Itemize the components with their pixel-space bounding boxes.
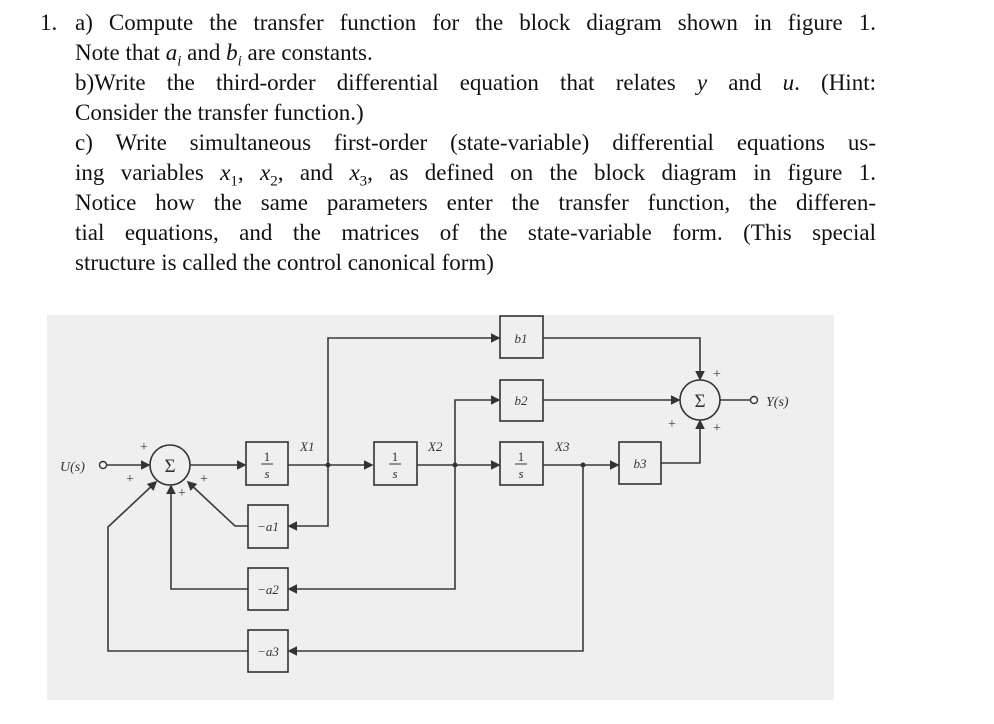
gain-b3: b3 [634, 456, 648, 471]
signal-lines [107, 333, 750, 656]
part-b-line-2: Consider the transfer function.) [75, 100, 364, 125]
svg-text:Σ: Σ [694, 391, 705, 412]
svg-text:s: s [518, 466, 523, 481]
svg-text:+: + [126, 472, 134, 487]
svg-text:s: s [392, 466, 397, 481]
part-b-line-1: b)Write the third-order differential equ… [75, 70, 876, 95]
svg-text:X1: X1 [299, 439, 314, 454]
svg-text:+: + [140, 440, 148, 455]
gain-b2: b2 [515, 393, 529, 408]
part-c-line-3: Notice how the same parameters enter the… [75, 190, 876, 215]
part-c-line-1: c) Write simultaneous first-order (state… [75, 130, 876, 155]
part-c-line-4: tial equations, and the matrices of the … [75, 220, 876, 245]
svg-text:+: + [200, 472, 208, 487]
part-c-line-2: ing variables x1, x2, and x3, as defined… [75, 160, 876, 190]
output-terminal [749, 395, 759, 405]
svg-text:+: + [668, 417, 676, 432]
svg-text:+: + [178, 486, 186, 501]
svg-text:+: + [713, 367, 721, 382]
svg-text:X2: X2 [427, 439, 443, 454]
part-a-line-1: a) Compute the transfer function for the… [75, 10, 876, 35]
svg-text:s: s [264, 466, 269, 481]
gain-a2: −a2 [257, 582, 279, 597]
gain-labels: −a1 −a2 −a3 b1 b2 b3 [257, 331, 647, 659]
output-label: Y(s) [766, 395, 789, 410]
integrator-labels: 1 s 1 s 1 s [261, 449, 527, 481]
svg-text:1: 1 [518, 449, 525, 464]
input-label: U(s) [60, 460, 85, 475]
svg-text:1: 1 [392, 449, 399, 464]
junction-nodes [325, 462, 586, 468]
blocks [245, 315, 662, 673]
input-terminal [98, 460, 108, 470]
part-a-line-2: Note that ai and bi are constants. [75, 40, 373, 70]
svg-text:X3: X3 [554, 439, 570, 454]
svg-text:Σ: Σ [164, 456, 175, 477]
output-summing-junction: Σ + + + [668, 367, 721, 436]
state-labels: X1 X2 X3 [299, 439, 570, 454]
problem-statement: 1. a) Compute the transfer function for … [40, 8, 876, 278]
input-summing-junction: Σ + + + + [126, 440, 208, 501]
part-c-line-5: structure is called the control canonica… [75, 250, 494, 275]
gain-a3: −a3 [257, 644, 279, 659]
gain-b1: b1 [515, 331, 528, 346]
svg-text:1: 1 [264, 449, 271, 464]
problem-number: 1. [40, 10, 58, 35]
svg-text:+: + [713, 421, 721, 436]
gain-a1: −a1 [257, 519, 279, 534]
